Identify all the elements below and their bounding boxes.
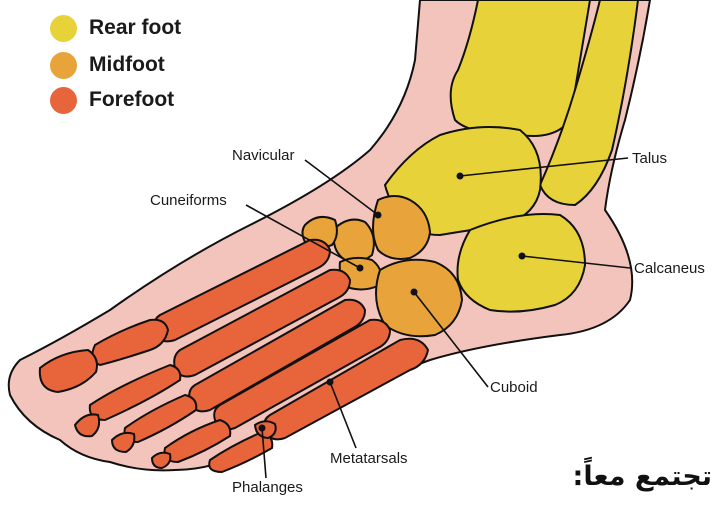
talus-dot xyxy=(457,173,464,180)
rear-foot-swatch xyxy=(50,15,77,42)
label-metatarsals: Metatarsals xyxy=(330,450,408,467)
phalanx-toe-4-tip xyxy=(152,453,170,468)
cuboid-dot xyxy=(411,289,418,296)
label-phalanges: Phalanges xyxy=(232,479,303,496)
forefoot-swatch xyxy=(50,87,77,114)
label-talus: Talus xyxy=(632,150,667,167)
calcaneus xyxy=(458,214,586,312)
cuneiform-1 xyxy=(334,220,374,262)
caption-text: تجتمع معاً: xyxy=(573,461,712,492)
legend-label: Midfoot xyxy=(89,53,165,77)
calcaneus-dot xyxy=(519,253,526,260)
cuneiforms-dot xyxy=(357,265,364,272)
legend-label: Forefoot xyxy=(89,88,174,112)
navicular-dot xyxy=(375,212,382,219)
label-calcaneus: Calcaneus xyxy=(634,260,705,277)
label-cuboid: Cuboid xyxy=(490,379,538,396)
phalanges-dot xyxy=(259,425,266,432)
legend-item-rear-foot: Rear foot xyxy=(50,14,181,42)
metatarsals-dot xyxy=(327,379,334,386)
legend-item-forefoot: Forefoot xyxy=(50,86,174,114)
label-cuneiforms: Cuneiforms xyxy=(150,192,227,209)
legend-item-midfoot: Midfoot xyxy=(50,51,165,79)
midfoot-swatch xyxy=(50,52,77,79)
label-navicular: Navicular xyxy=(232,147,295,164)
legend-label: Rear foot xyxy=(89,16,181,40)
